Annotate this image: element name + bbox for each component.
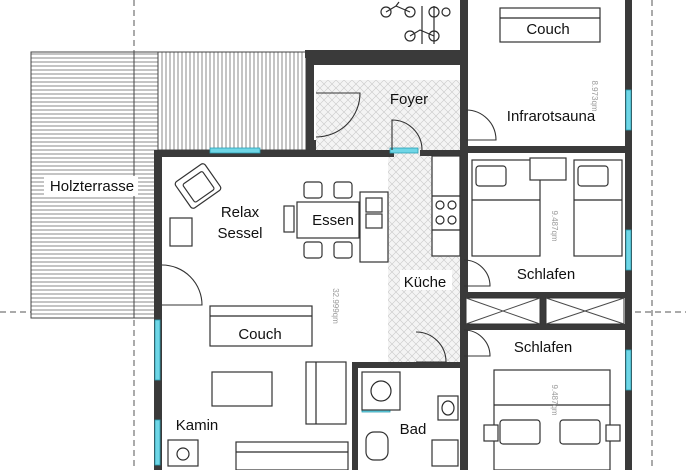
essen-label-bg — [306, 208, 358, 230]
kueche-label-bg — [400, 270, 452, 290]
living-couch-icon — [209, 305, 349, 470]
kamin-icon — [167, 439, 199, 467]
label-schlafen-1: Schlafen — [517, 266, 575, 283]
label-sessel: Sessel — [217, 225, 262, 242]
area-schlafen-1: 9.487qm — [550, 210, 559, 241]
label-holzterrasse: Holzterrasse — [50, 178, 134, 195]
relax-chair-icon — [169, 163, 222, 247]
kitchen-counter — [359, 155, 461, 263]
label-foyer: Foyer — [390, 91, 428, 108]
label-couch-living: Couch — [238, 326, 281, 343]
terrace-label-bg — [44, 176, 138, 196]
area-sauna: 8.973qm — [590, 80, 599, 111]
label-kamin: Kamin — [176, 417, 219, 434]
area-living: 32.999qm — [331, 288, 340, 324]
label-bad: Bad — [400, 421, 427, 438]
label-kueche: Küche — [404, 274, 447, 291]
bed-1-icon — [471, 157, 623, 257]
label-couch-top: Couch — [526, 21, 569, 38]
bathroom-fixtures — [361, 371, 459, 467]
bicycle-icon — [380, 1, 451, 44]
area-schlafen-2: 9.487qm — [550, 384, 559, 415]
label-infrarotsauna: Infrarotsauna — [507, 108, 596, 125]
label-essen: Essen — [312, 212, 354, 229]
sauna-furniture — [499, 7, 601, 43]
storage-room — [305, 0, 468, 58]
label-relax: Relax — [221, 204, 260, 221]
doors — [161, 92, 497, 363]
bed-2-icon — [483, 369, 621, 470]
label-schlafen-2: Schlafen — [514, 339, 572, 356]
wardrobe-hatch — [465, 297, 625, 325]
